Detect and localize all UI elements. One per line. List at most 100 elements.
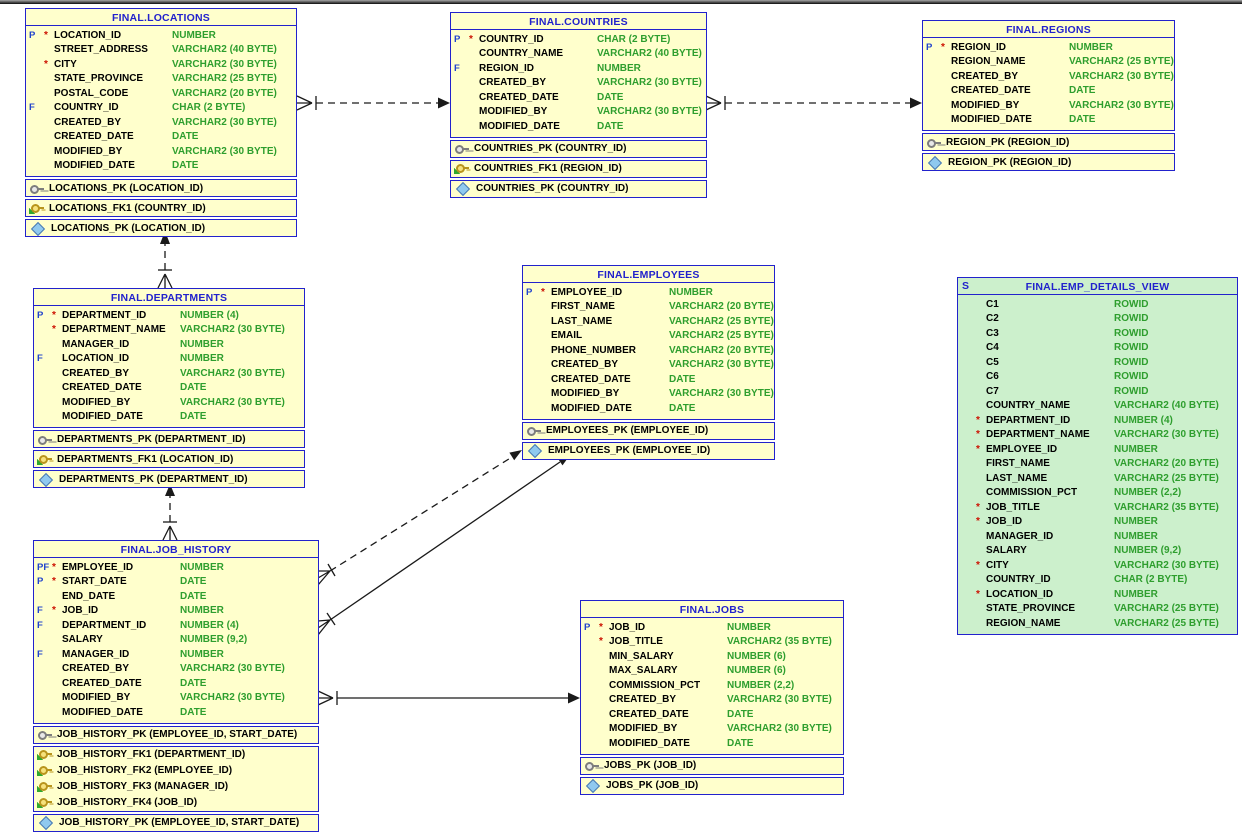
key-row[interactable]: LOCATIONS_PK (LOCATION_ID) bbox=[26, 180, 296, 196]
relationship-jobhistory-employees-solid[interactable] bbox=[317, 455, 570, 636]
key-row[interactable]: JOBS_PK (JOB_ID) bbox=[581, 778, 843, 794]
key-row[interactable]: JOB_HISTORY_FK1 (DEPARTMENT_ID) bbox=[34, 747, 318, 763]
key-row[interactable]: DEPARTMENTS_FK1 (LOCATION_ID) bbox=[34, 451, 304, 467]
key-row[interactable]: JOB_HISTORY_FK3 (MANAGER_ID) bbox=[34, 779, 318, 795]
key-row[interactable]: EMPLOYEES_PK (EMPLOYEE_ID) bbox=[523, 423, 774, 439]
key-row[interactable]: EMPLOYEES_PK (EMPLOYEE_ID) bbox=[523, 443, 774, 459]
key-row[interactable]: JOB_HISTORY_PK (EMPLOYEE_ID, START_DATE) bbox=[34, 815, 318, 831]
key-row[interactable]: REGION_PK (REGION_ID) bbox=[923, 134, 1174, 150]
key-row[interactable]: JOBS_PK (JOB_ID) bbox=[581, 758, 843, 774]
key-row[interactable]: DEPARTMENTS_PK (DEPARTMENT_ID) bbox=[34, 471, 304, 487]
key-row[interactable]: COUNTRIES_FK1 (REGION_ID) bbox=[451, 161, 706, 177]
relationship-countries-regions[interactable] bbox=[705, 95, 922, 111]
key-row[interactable]: LOCATIONS_FK1 (COUNTRY_ID) bbox=[26, 200, 296, 216]
relationship-departments-locations[interactable] bbox=[157, 231, 173, 289]
relationship-jobhistory-jobs[interactable] bbox=[317, 690, 580, 706]
key-row[interactable]: LOCATIONS_PK (LOCATION_ID) bbox=[26, 220, 296, 236]
key-row[interactable]: DEPARTMENTS_PK (DEPARTMENT_ID) bbox=[34, 431, 304, 447]
key-row[interactable]: COUNTRIES_PK (COUNTRY_ID) bbox=[451, 141, 706, 157]
table-header[interactable]: FINAL.JOBS bbox=[581, 601, 843, 618]
relationship-locations-countries[interactable] bbox=[296, 95, 450, 111]
table-header[interactable]: FINAL.EMPLOYEES bbox=[523, 266, 774, 283]
table-header[interactable]: FINAL.REGIONS bbox=[923, 21, 1174, 38]
key-row[interactable]: JOB_HISTORY_FK2 (EMPLOYEE_ID) bbox=[34, 763, 318, 779]
